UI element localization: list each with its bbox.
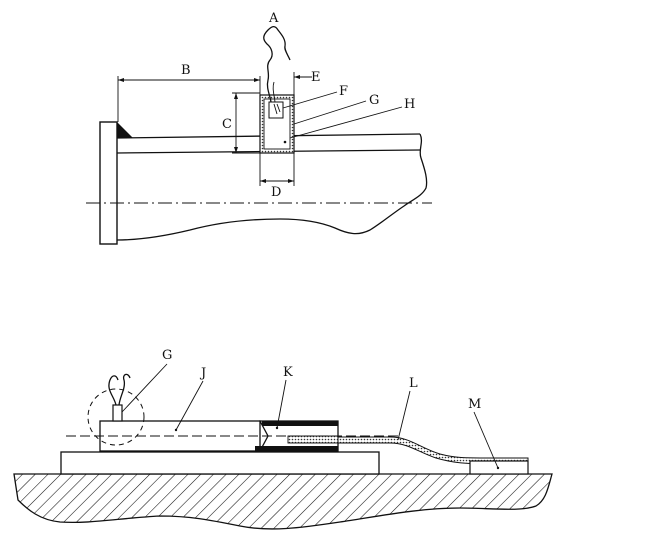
bottom-figure: G J K L M [13,348,553,530]
label-a: A [268,11,279,26]
label-b: B [181,63,191,78]
top-figure: B E C D A F G H [86,11,432,245]
sensor-g [112,404,123,422]
ground-hatched [13,473,553,530]
label-l: L [409,376,418,391]
label-m: M [468,397,481,412]
label-g-bottom: G [162,348,172,363]
label-f-top: F [339,84,348,99]
detail-circle [87,388,145,446]
wire-a [263,25,291,103]
label-d: D [271,185,281,200]
base-plate [60,451,380,475]
pipe-break-line [116,133,428,241]
label-e: E [311,70,321,85]
label-g-top: G [369,93,379,108]
label-h: H [404,97,415,112]
flange [99,121,118,245]
weld-fillet [117,122,133,138]
label-j: J [199,366,206,381]
label-k: K [283,365,293,380]
label-c: C [222,117,232,132]
